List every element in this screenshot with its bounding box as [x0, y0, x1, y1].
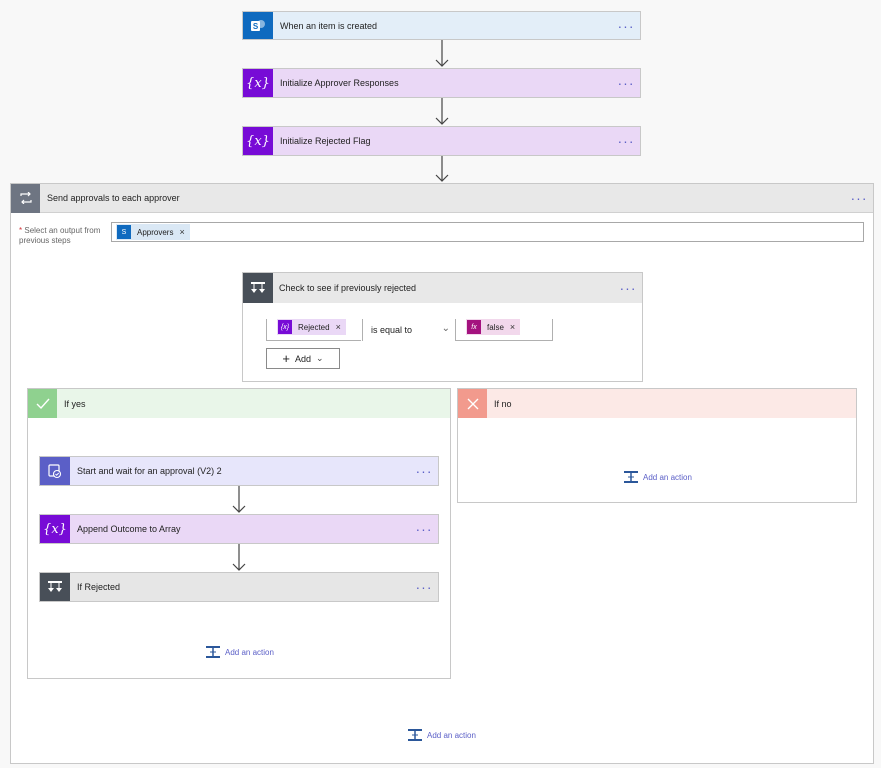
variable-icon: {x}: [243, 69, 273, 97]
action-title: Start and wait for an approval (V2) 2: [77, 466, 222, 476]
if-no-title: If no: [494, 398, 512, 409]
loop-icon: [11, 183, 40, 213]
action-title: Append Outcome to Array: [77, 524, 181, 534]
left-operand-field[interactable]: {x} Rejected ×: [266, 319, 361, 341]
condition-card: Check to see if previously rejected ··· …: [242, 272, 643, 382]
apply-to-each-scope: Send approvals to each approver ··· * Se…: [10, 183, 874, 764]
condition-icon: [40, 573, 70, 601]
remove-token-icon[interactable]: ×: [335, 322, 341, 332]
rejected-token[interactable]: {x} Rejected ×: [277, 319, 346, 335]
add-action-icon: [624, 471, 638, 483]
expression-icon: fx: [467, 320, 481, 334]
if-no-header[interactable]: If no: [458, 389, 856, 418]
more-options-button[interactable]: ···: [617, 17, 635, 34]
condition-title: Check to see if previously rejected: [279, 283, 417, 293]
init-responses-card[interactable]: {x} Initialize Approver Responses ···: [242, 68, 641, 98]
output-label-text: Select an output from previous steps: [19, 226, 101, 245]
output-field-label: * Select an output from previous steps: [19, 226, 111, 246]
condition-icon: [243, 273, 273, 303]
append-outcome-card[interactable]: {x} Append Outcome to Array ···: [39, 514, 439, 544]
token-label: false: [487, 322, 504, 332]
variable-icon: {x}: [278, 320, 292, 334]
add-action-label: Add an action: [427, 730, 476, 740]
add-an-action-button[interactable]: Add an action: [407, 728, 476, 742]
variable-icon: {x}: [243, 127, 273, 155]
more-options-button[interactable]: ···: [415, 579, 433, 595]
init-responses-title: Initialize Approver Responses: [280, 78, 399, 88]
add-condition-button[interactable]: + Add ⌄: [266, 348, 340, 369]
if-yes-header[interactable]: If yes: [28, 389, 450, 418]
trigger-card[interactable]: S When an item is created ···: [242, 11, 641, 40]
add-label: Add: [295, 353, 312, 364]
remove-token-icon[interactable]: ×: [179, 227, 185, 237]
connector-arrow: [435, 156, 449, 182]
more-options-button[interactable]: ···: [850, 190, 868, 206]
if-yes-title: If yes: [64, 398, 86, 409]
chevron-down-icon: ⌄: [316, 353, 324, 363]
required-mark: *: [19, 226, 23, 235]
add-action-label: Add an action: [643, 472, 692, 482]
operator-select[interactable]: is equal to ⌄: [362, 319, 454, 341]
init-rejected-card[interactable]: {x} Initialize Rejected Flag ···: [242, 126, 641, 156]
add-an-action-button[interactable]: Add an action: [205, 645, 274, 659]
false-token[interactable]: fx false ×: [466, 319, 521, 335]
more-options-button[interactable]: ···: [415, 463, 433, 479]
connector-arrow: [435, 98, 449, 125]
connector-arrow: [232, 544, 246, 571]
condition-header[interactable]: Check to see if previously rejected ···: [243, 273, 642, 303]
token-label: Rejected: [298, 322, 330, 332]
operator-value: is equal to: [371, 325, 413, 335]
scope-title: Send approvals to each approver: [47, 193, 180, 203]
sharepoint-icon: S: [243, 12, 273, 39]
if-rejected-card[interactable]: If Rejected ···: [39, 572, 439, 602]
add-action-icon: [408, 729, 422, 741]
variable-icon: {x}: [40, 515, 70, 543]
trigger-title: When an item is created: [280, 20, 378, 31]
init-rejected-title: Initialize Rejected Flag: [280, 136, 371, 146]
approval-action-card[interactable]: Start and wait for an approval (V2) 2 ··…: [39, 456, 439, 486]
more-options-button[interactable]: ···: [619, 280, 637, 296]
more-options-button[interactable]: ···: [617, 75, 635, 91]
connector-arrow: [232, 486, 246, 513]
token-label: Approvers: [137, 227, 174, 237]
connector-arrow: [435, 40, 449, 67]
chevron-down-icon: ⌄: [441, 323, 450, 334]
action-title: If Rejected: [77, 582, 121, 592]
sharepoint-icon: S: [117, 225, 131, 239]
checkmark-icon: [28, 389, 57, 418]
approval-icon: [40, 457, 70, 485]
more-options-button[interactable]: ···: [415, 521, 433, 537]
if-no-branch: If no Add an action: [457, 388, 857, 503]
add-action-icon: [206, 646, 220, 658]
remove-token-icon[interactable]: ×: [509, 322, 516, 332]
if-yes-branch: If yes Start and wait for an approval (V…: [27, 388, 451, 679]
close-icon: [458, 389, 487, 418]
right-operand-field[interactable]: fx false ×: [455, 319, 553, 341]
plus-icon: +: [282, 351, 291, 366]
svg-text:S: S: [253, 22, 259, 31]
approvers-token[interactable]: S Approvers ×: [116, 224, 190, 240]
output-select-input[interactable]: S Approvers ×: [111, 222, 864, 242]
more-options-button[interactable]: ···: [617, 133, 635, 149]
add-action-label: Add an action: [225, 647, 274, 657]
scope-header[interactable]: Send approvals to each approver ···: [11, 183, 873, 213]
add-an-action-button[interactable]: Add an action: [623, 470, 692, 484]
